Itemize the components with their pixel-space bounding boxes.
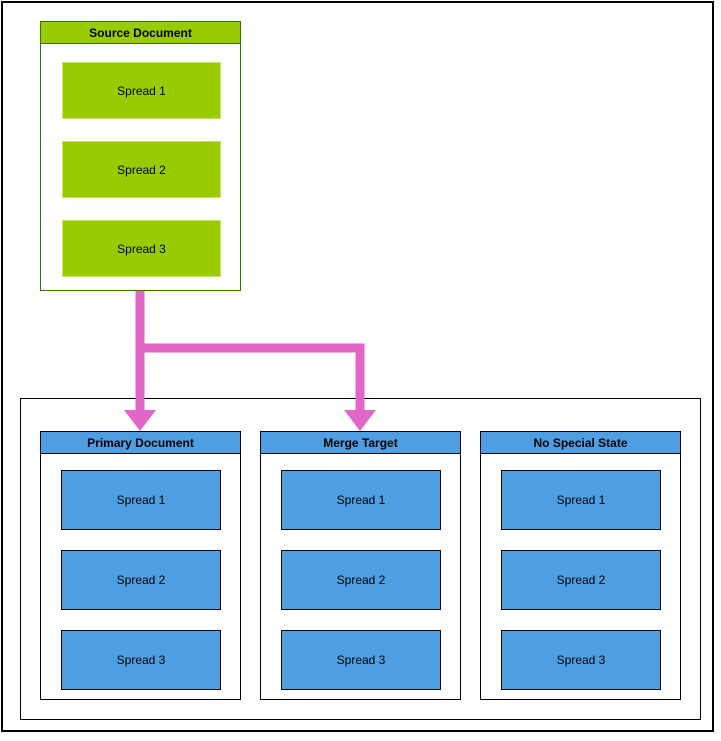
- primary-spread-1: Spread 1: [61, 470, 221, 530]
- merge-target-spread-2: Spread 2: [281, 550, 441, 610]
- no-special-state-spread-2: Spread 2: [501, 550, 661, 610]
- source-spread-2: Spread 2: [62, 141, 221, 198]
- no-special-state-spread-3: Spread 3: [501, 630, 661, 690]
- merge-target-spread-1: Spread 1: [281, 470, 441, 530]
- no-special-state-header: No Special State: [481, 432, 680, 454]
- source-document-container: Source Document Spread 1 Spread 2 Spread…: [40, 21, 241, 291]
- source-spread-1: Spread 1: [62, 62, 221, 119]
- no-special-state-container: No Special State Spread 1 Spread 2 Sprea…: [480, 431, 681, 700]
- primary-document-container: Primary Document Spread 1 Spread 2 Sprea…: [40, 431, 241, 700]
- merge-target-header: Merge Target: [261, 432, 460, 454]
- primary-spread-2: Spread 2: [61, 550, 221, 610]
- source-spread-3: Spread 3: [62, 220, 221, 277]
- page-border: [1, 1, 714, 732]
- primary-document-header: Primary Document: [41, 432, 240, 454]
- merge-target-container: Merge Target Spread 1 Spread 2 Spread 3: [260, 431, 461, 700]
- primary-spread-3: Spread 3: [61, 630, 221, 690]
- merge-target-spread-3: Spread 3: [281, 630, 441, 690]
- source-document-header: Source Document: [41, 22, 240, 44]
- no-special-state-spread-1: Spread 1: [501, 470, 661, 530]
